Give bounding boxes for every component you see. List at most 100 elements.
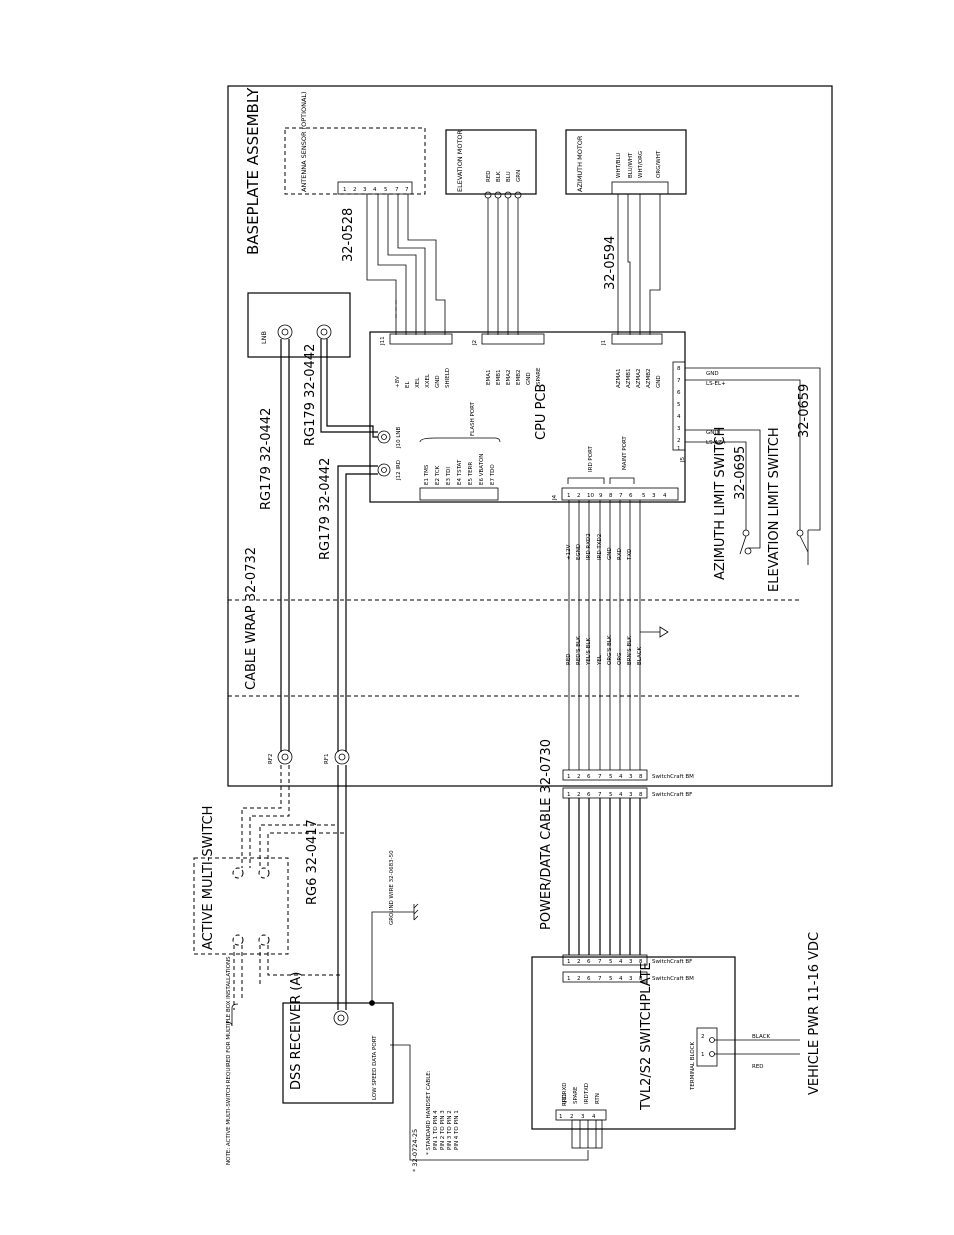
svg-text:9: 9 [599,493,603,499]
svg-text:SwitchCraft BF: SwitchCraft BF [652,792,692,798]
svg-text:TERMINAL BLOCK: TERMINAL BLOCK [690,1041,696,1091]
j2-connector: J2 EMA1 EMB1 EMA2 EMB2 GND SPARE [472,333,545,386]
rg179-lnb-label: RG179 32-0442 [303,344,318,446]
svg-text:E7 TDO: E7 TDO [490,464,496,485]
svg-text:E2 TCK: E2 TCK [435,465,441,485]
rg179-ird-label: RG179 32-0442 [318,458,333,560]
svg-text:5: 5 [609,976,613,982]
svg-text:8: 8 [639,959,643,965]
lnb-port-b-icon [316,324,332,340]
svg-text:E6 VBATON: E6 VBATON [479,454,485,485]
lnb-box [247,292,351,358]
cpu-pcb-label: CPU PCB [534,384,549,440]
svg-text:3: 3 [629,976,633,982]
svg-text:7: 7 [598,959,602,965]
svg-text:YEL'S BLK: YEL'S BLK [586,638,592,666]
svg-text:PIN 3 TO PIN 2: PIN 3 TO PIN 2 [447,1110,453,1150]
svg-text:E4 TSTAT: E4 TSTAT [457,459,463,485]
svg-text:4: 4 [619,959,623,965]
cable-32-0528-label: 32-0528 [341,208,356,262]
svg-text:AZMA2: AZMA2 [636,368,642,388]
svg-text:4: 4 [677,414,681,420]
svg-text:PIN 2 TO PIN 3: PIN 2 TO PIN 3 [440,1110,446,1150]
azimuth-motor-wires [617,194,661,335]
svg-text:J5: J5 [680,456,686,463]
svg-text:BLK: BLK [496,171,502,182]
svg-text:6: 6 [677,390,681,396]
baseplate-outline [227,85,833,787]
svg-text:XXEL: XXEL [425,373,431,388]
antenna-sensor-wires [366,194,446,335]
svg-text:IRD PORT: IRD PORT [588,446,594,472]
svg-text:J2: J2 [472,340,478,346]
svg-text:GND: GND [435,375,441,388]
svg-text:8: 8 [639,792,643,798]
svg-text:BLACK: BLACK [637,647,643,665]
vehicle-power-label: VEHICLE PWR 11-16 VDC [807,932,822,1095]
svg-text:ORG/WHT: ORG/WHT [656,150,662,178]
svg-text:AZMA1: AZMA1 [616,368,622,388]
svg-text:5: 5 [609,792,613,798]
svg-text:GND: GND [706,371,719,377]
coax-lnb-to-j10 [320,339,378,438]
rg179-top-label: RG179 32-0442 [259,408,274,510]
cpu-pcb-box [369,331,686,503]
svg-text:2: 2 [570,1114,574,1120]
j4-wires [568,500,669,770]
svg-text:4: 4 [663,493,667,499]
svg-text:RJ11: RJ11 [562,1094,568,1106]
terminal-block: TERMINAL BLOCK 2 1 [690,1027,718,1091]
svg-text:10: 10 [587,493,594,499]
cable-wire-color-labels: RED RED'S BLK YEL'S BLK YEL ORG'S BLK OR… [566,635,643,666]
svg-text:5: 5 [609,959,613,965]
svg-text:1: 1 [567,976,571,982]
multi-switch-label: ACTIVE MULTI-SWITCH [201,806,216,950]
svg-text:J11: J11 [380,336,386,346]
svg-text:ORG'S BLK: ORG'S BLK [607,635,613,665]
vehicle-power-wires [714,1039,800,1055]
svg-text:7: 7 [598,976,602,982]
svg-text:E5 TERR: E5 TERR [468,462,474,485]
svg-text:8: 8 [639,774,643,780]
rg6-label: RG6 32-0417 [305,819,320,905]
j4-signal-labels: +12V EGND IRD RXD2 IRD TXD2 GND RXD TXD [566,533,633,561]
rg6-coax [337,765,347,1010]
j5-connector: J5 876 543 21 GND LS-EL+ GND LS-AZ+ [672,361,727,463]
svg-text:EMA1: EMA1 [486,370,492,385]
cable-wrap-label: CABLE WRAP 32-0732 [244,547,259,690]
coax-j12-to-rf1 [337,465,378,752]
limit-switch-wires [685,367,821,565]
elevation-motor-wires: RED BLK BLU GRN [484,170,522,335]
svg-text:7: 7 [598,774,602,780]
svg-text:6: 6 [587,792,591,798]
switchplate-label: TVL2/S2 SWITCHPLATE [639,962,654,1111]
j10-label: J10 LNB [396,426,402,449]
svg-text:2: 2 [577,774,581,780]
power-wire-red-label: RED [752,1064,764,1070]
svg-text:8: 8 [677,366,681,372]
multi-switch-box [193,857,289,955]
svg-text:2: 2 [701,1034,705,1040]
svg-text:RED'S BLK: RED'S BLK [576,636,582,665]
svg-text:BLU: BLU [506,171,512,182]
svg-text:4: 4 [592,1114,596,1120]
svg-text:EL: EL [405,381,411,388]
svg-text:MAINT PORT: MAINT PORT [622,436,628,470]
elevation-limit-switch-label: ELEVATION LIMIT SWITCH [767,427,782,592]
svg-text:EMB1: EMB1 [496,370,502,386]
ground-wire-label: GROUND WIRE 32-0683-50 [389,850,395,925]
svg-text:RTN: RTN [595,1093,601,1104]
handset-cable-label: * 32-0724-25 [411,1129,419,1172]
svg-text:5: 5 [384,187,388,193]
svg-text:5: 5 [677,402,681,408]
svg-text:EMA2: EMA2 [506,370,512,385]
j1-connector: J1 AZMA1 AZMB1 AZMA2 AZMB2 GND [601,333,663,388]
j12-label: J12 IRD [396,460,402,481]
svg-text:GND: GND [706,430,719,436]
svg-text:6: 6 [587,774,591,780]
svg-text:E1 TMS: E1 TMS [424,464,430,485]
svg-text:1: 1 [677,446,681,452]
